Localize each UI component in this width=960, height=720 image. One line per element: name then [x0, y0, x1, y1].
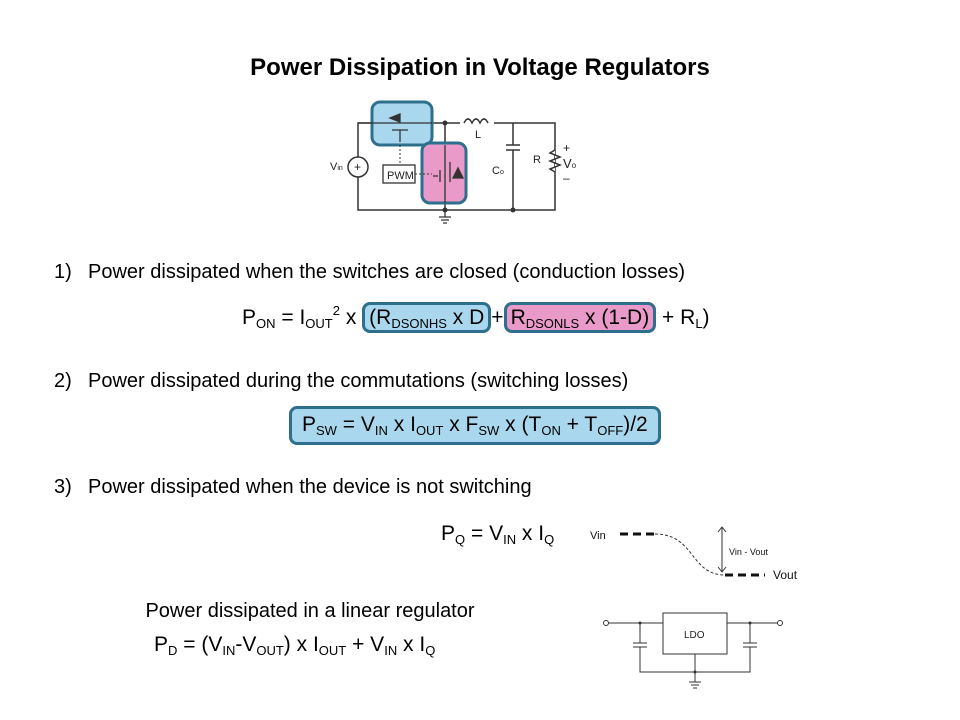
vin-plus-sign: + [354, 160, 361, 174]
vin-label: Vin [330, 161, 343, 173]
resistor-label: R [533, 154, 541, 166]
equation-switching: PSW = VIN x IOUT x FSW x (TON + TOFF)/2 [289, 406, 661, 445]
page-title: Power Dissipation in Voltage Regulators [250, 54, 710, 81]
inductor-label: L [475, 129, 481, 141]
equation-conduction: PON = IOUT2 x (RDSONHS x D+RDSONLS x (1-… [242, 302, 710, 333]
item-quiescent-losses: 3)Power dissipated when the device is no… [54, 476, 532, 498]
dropout-vin-label: Vin [590, 530, 606, 542]
high-side-term: (RDSONHS x D [362, 302, 492, 333]
low-side-switch [420, 141, 468, 205]
vo-plus: + [563, 141, 570, 155]
item-conduction-losses: 1)Power dissipated when the switches are… [54, 261, 685, 283]
equation-quiescent: PQ = VIN x IQ [441, 522, 555, 547]
ldo-schematic: LDO [603, 612, 783, 689]
cap-label: Co [492, 165, 504, 177]
vo-label: Vo [563, 156, 577, 171]
vo-minus: – [563, 171, 570, 185]
dropout-diff-label: Vin - Vout [729, 547, 768, 557]
low-side-term: RDSONLS x (1-D) [503, 302, 657, 333]
pwm-label: PWM [387, 170, 414, 182]
ldo-label: LDO [684, 630, 705, 641]
buck-converter-schematic: + Vin PWM L Co R + Vo – [330, 100, 577, 224]
dropout-diagram: Vin Vin - Vout Vout [590, 526, 798, 582]
equation-linear: PD = (VIN-VOUT) x IOUT + VIN x IQ [154, 633, 436, 658]
item-switching-losses: 2)Power dissipated during the commutatio… [54, 370, 629, 392]
linear-regulator-heading: Power dissipated in a linear regulator [145, 600, 475, 622]
dropout-vout-label: Vout [773, 568, 798, 582]
